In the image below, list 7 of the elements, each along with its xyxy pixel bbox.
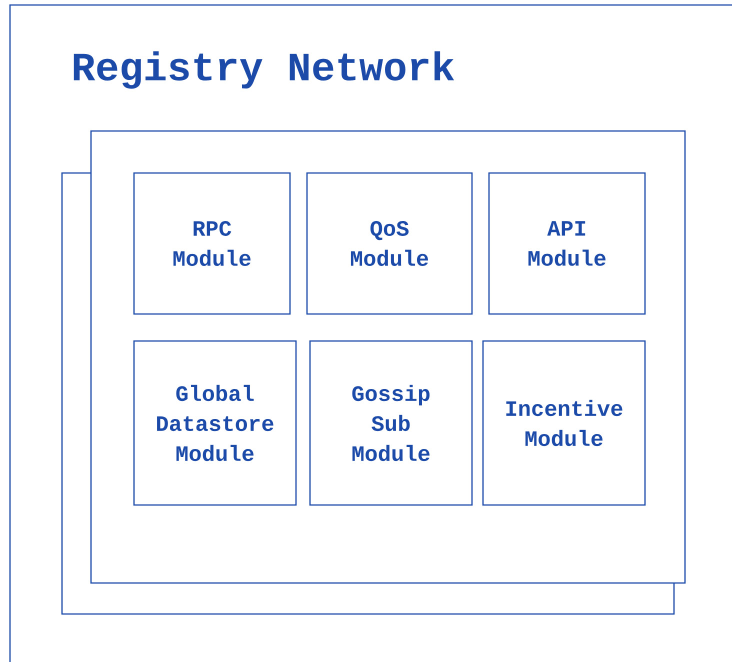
module-box: Incentive Module [482,340,646,506]
module-box: Global Datastore Module [133,340,297,506]
title: Registry Network [74,51,454,89]
module-box: API Module [488,172,646,315]
module-box: QoS Module [306,172,473,315]
module-box: Gossip Sub Module [309,340,473,506]
module-box: RPC Module [133,172,291,315]
